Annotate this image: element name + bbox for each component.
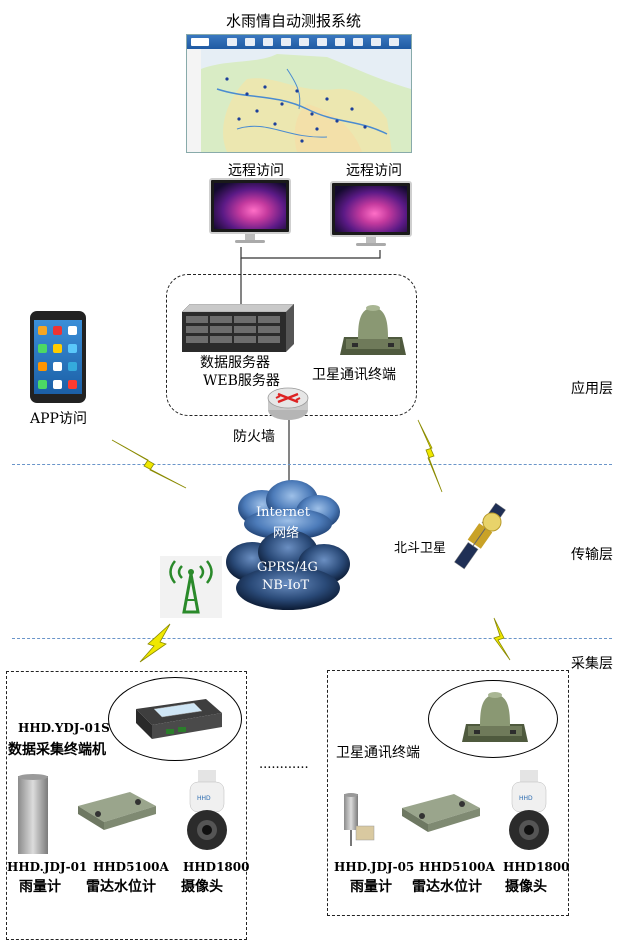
camera-device-right: HHD [509, 770, 549, 850]
right-device-2-model: HHD5100A [419, 860, 495, 874]
right-device-1-name: 雨量计 [350, 879, 392, 895]
left-terminal-name: 数据采集终端机 [8, 742, 106, 758]
rain-gauge-device-left [18, 774, 48, 854]
lightning-bolt-satellite-bottom [493, 617, 511, 661]
left-terminal-model: HHD.YDJ-01S [18, 721, 110, 735]
firewall-label: 防火墙 [233, 429, 275, 445]
remote-access-left-label: 远程访问 [228, 163, 284, 179]
layer-label-transport: 传输层 [571, 547, 613, 563]
right-device-3-name: 摄像头 [505, 879, 547, 895]
station-ellipsis: ............ [259, 757, 309, 772]
remote-access-right-label: 远程访问 [346, 163, 402, 179]
left-device-3-name: 摄像头 [181, 879, 223, 895]
cloud-gprs [226, 530, 350, 610]
left-device-2-name: 雷达水位计 [86, 879, 156, 895]
cloud-internet [238, 480, 340, 540]
svg-text:HHD: HHD [197, 795, 211, 802]
radar-level-meter-device-right [402, 794, 480, 832]
monitor-left [209, 178, 291, 244]
cloud-internet-line1: Internet [256, 505, 310, 520]
monitor-right [330, 181, 412, 247]
server-label-1: 数据服务器 [200, 355, 270, 371]
cloud-internet-line2: 网络 [273, 526, 300, 541]
satellite-terminal-device-bottom [462, 692, 528, 742]
right-terminal-ellipse [428, 680, 558, 758]
beidou-satellite-icon [454, 502, 506, 570]
satellite-terminal-device-top [340, 305, 406, 355]
left-device-1-name: 雨量计 [19, 879, 61, 895]
right-station-box [327, 670, 569, 916]
layer-divider-top [12, 464, 612, 465]
right-device-2-name: 雷达水位计 [412, 879, 482, 895]
cloud-gprs-line1: GPRS/4G [257, 560, 318, 575]
rain-gauge-device-right [344, 793, 375, 846]
cloud-gprs-line2: NB-IoT [262, 578, 310, 593]
network-clouds [226, 480, 350, 610]
lightning-bolt-satellite-top [417, 419, 443, 493]
svg-text:HHD: HHD [519, 795, 533, 802]
layer-divider-bottom [12, 638, 612, 639]
cell-tower-icon [160, 556, 222, 618]
satellite-terminal-top-label: 卫星通讯终端 [312, 367, 396, 383]
radar-level-meter-device-left [78, 792, 156, 830]
system-title: 水雨情自动测报系统 [226, 12, 362, 30]
mobile-app-phone [30, 311, 86, 403]
data-collection-terminal-device [136, 699, 222, 739]
right-terminal-name: 卫星通讯终端 [336, 745, 420, 761]
server-label-2: WEB服务器 [203, 373, 280, 389]
right-device-1-model: HHD.JDJ-05 [334, 860, 415, 874]
map-toolbar [187, 35, 411, 49]
beidou-label: 北斗卫星 [394, 541, 447, 556]
left-terminal-ellipse [108, 677, 242, 761]
app-access-label: APP访问 [30, 411, 87, 427]
lightning-bolt-app [111, 439, 187, 489]
firewall-router-icon [267, 387, 309, 420]
right-device-3-model: HHD1800 [503, 860, 570, 874]
layer-label-collection: 采集层 [571, 656, 613, 672]
left-device-1-model: HHD.JDJ-01 [7, 860, 88, 874]
left-device-3-model: HHD1800 [183, 860, 250, 874]
layer-label-application: 应用层 [571, 381, 613, 397]
server-rack [182, 304, 294, 352]
map-screenshot [186, 34, 412, 153]
map-image [187, 49, 411, 152]
left-device-2-model: HHD5100A [93, 860, 169, 874]
lightning-bolt-tower [139, 623, 171, 663]
left-station-box [6, 671, 247, 940]
camera-device-left: HHD [187, 770, 227, 850]
